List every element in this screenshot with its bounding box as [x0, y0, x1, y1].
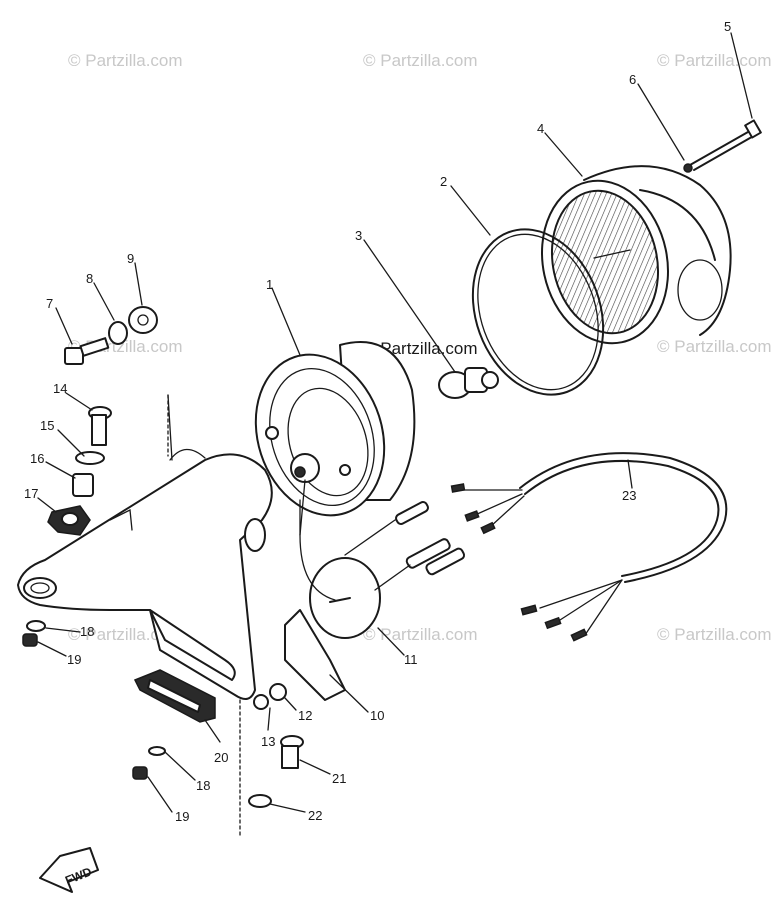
- callout-18: 18: [80, 624, 94, 639]
- watermark: © Partzilla.com: [363, 625, 478, 644]
- part-bracket: [17, 394, 346, 701]
- callout-12: 12: [298, 708, 312, 723]
- watermark: © Partzilla.com: [657, 625, 772, 644]
- callout-21: 21: [332, 771, 346, 786]
- leader-lines: [37, 32, 753, 813]
- callout-18-b: 18: [196, 778, 210, 793]
- watermark: © Partzilla.com: [657, 51, 772, 70]
- part-screw: [683, 119, 762, 173]
- part-gasket: [471, 228, 605, 396]
- part-bolt-stack: [47, 406, 112, 536]
- callout-2: 2: [440, 174, 447, 189]
- callout-11: 11: [404, 652, 418, 667]
- callout-3: 3: [355, 228, 362, 243]
- part-connectors: [344, 501, 466, 591]
- watermark: © Partzilla.com: [363, 51, 478, 70]
- callout-13: 13: [261, 734, 275, 749]
- part-screw-bottom: [248, 735, 304, 808]
- part-bulb: [438, 367, 499, 399]
- callout-9: 9: [127, 251, 134, 266]
- callout-1: 1: [266, 277, 273, 292]
- callout-4: 4: [537, 121, 544, 136]
- callout-22: 22: [308, 808, 322, 823]
- callout-16: 16: [30, 451, 44, 466]
- watermark: © Partzilla.com: [68, 51, 183, 70]
- callout-15: 15: [40, 418, 54, 433]
- part-reflector: [133, 669, 216, 723]
- callout-7: 7: [46, 296, 53, 311]
- callout-23: 23: [622, 488, 636, 503]
- callout-19: 19: [67, 652, 81, 667]
- callouts: 1 2 3 4 5 6 7 8 9 10 11 12 13 14 15 16 1…: [24, 19, 731, 824]
- part-nuts-center: [253, 683, 287, 710]
- callout-6: 6: [629, 72, 636, 87]
- callout-10: 10: [370, 708, 384, 723]
- part-lamp-base: [254, 341, 416, 517]
- callout-17: 17: [24, 486, 38, 501]
- callout-14: 14: [53, 381, 67, 396]
- part-small-nuts-bottom: [132, 746, 166, 780]
- guide-lines: [167, 394, 241, 836]
- fwd-arrow: FWD: [39, 847, 99, 893]
- callout-8: 8: [86, 271, 93, 286]
- callout-5: 5: [724, 19, 731, 34]
- part-bolt-set: [64, 306, 158, 365]
- part-disc: [299, 479, 381, 639]
- part-small-nuts-left: [22, 620, 46, 647]
- callout-20: 20: [214, 750, 228, 765]
- callout-19-b: 19: [175, 809, 189, 824]
- part-harness: [450, 452, 728, 642]
- part-lens-housing: [541, 165, 732, 345]
- watermark: © Partzilla.com: [657, 337, 772, 356]
